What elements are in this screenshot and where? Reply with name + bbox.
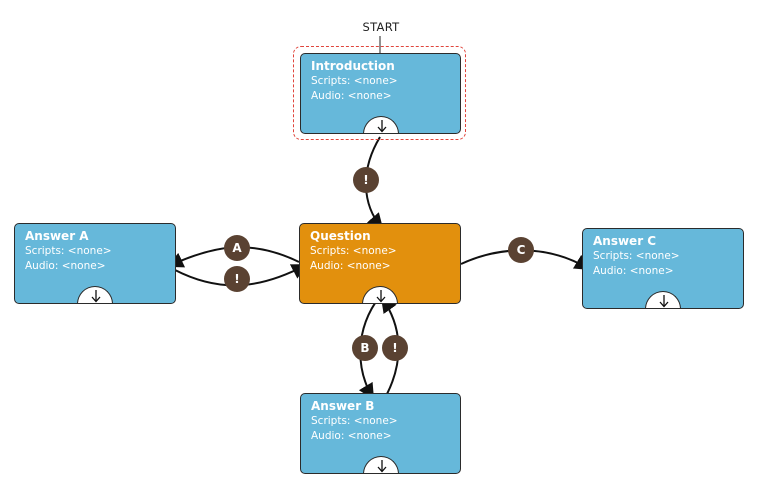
node-scripts: Scripts: <none> [311,75,398,87]
node-scripts: Scripts: <none> [25,245,112,257]
condition-b-to-question[interactable]: ! [382,335,408,361]
start-label: START [362,20,400,34]
arrow-down-icon [377,120,386,133]
entry-handle[interactable] [77,286,113,303]
node-audio: Audio: <none> [25,260,106,272]
entry-handle[interactable] [645,291,681,308]
condition-intro-to-question[interactable]: ! [353,167,379,193]
node-title: Question [310,229,371,243]
arrow-down-icon [376,290,386,303]
node-audio: Audio: <none> [311,90,392,102]
node-title: Answer B [311,399,375,413]
condition-question-to-c[interactable]: C [508,237,534,263]
node-audio: Audio: <none> [310,260,391,272]
entry-handle[interactable] [362,456,399,473]
node-audio: Audio: <none> [593,265,674,277]
entry-handle[interactable] [362,116,399,133]
condition-a-to-question[interactable]: ! [224,266,250,292]
node-introduction[interactable]: Introduction Scripts: <none> Audio: <non… [300,53,461,134]
node-answer-c[interactable]: Answer C Scripts: <none> Audio: <none> [582,228,744,309]
entry-handle[interactable] [362,286,398,303]
selection-outline [293,46,466,140]
arrow-down-icon [91,290,101,303]
node-audio: Audio: <none> [311,430,392,442]
node-answer-b[interactable]: Answer B Scripts: <none> Audio: <none> [300,393,461,474]
condition-question-to-a[interactable]: A [224,235,250,261]
node-scripts: Scripts: <none> [311,415,398,427]
node-title: Answer C [593,234,657,248]
arrow-down-icon [377,460,386,473]
node-question[interactable]: Question Scripts: <none> Audio: <none> [299,223,461,304]
node-title: Introduction [311,59,395,73]
node-answer-a[interactable]: Answer A Scripts: <none> Audio: <none> [14,223,176,304]
node-scripts: Scripts: <none> [593,250,680,262]
node-title: Answer A [25,229,89,243]
arrow-down-icon [659,295,669,308]
condition-question-to-b[interactable]: B [352,335,378,361]
node-scripts: Scripts: <none> [310,245,397,257]
